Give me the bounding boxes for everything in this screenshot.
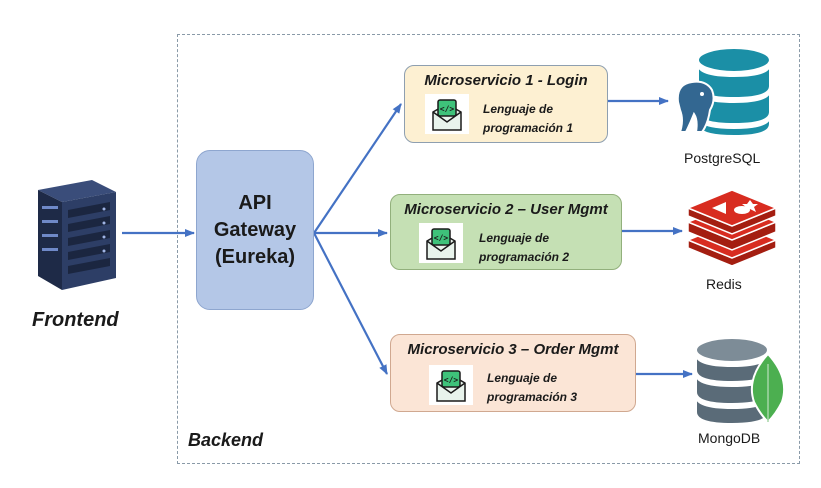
leaf-icon [750, 352, 786, 424]
language-label-line1: Lenguaje de [483, 102, 554, 116]
arrow-gateway-ms3 [313, 232, 388, 375]
server-icon [38, 180, 116, 290]
redis-label: Redis [706, 276, 742, 292]
mongodb-icon [695, 337, 786, 426]
microservice-title: Microservicio 2 – User Mgmt [404, 201, 608, 218]
svg-text:</>: </> [434, 234, 449, 243]
elephant-icon [676, 80, 715, 133]
svg-text:</>: </> [444, 376, 459, 385]
microservice-title: Microservicio 3 – Order Mgmt [407, 341, 619, 358]
backend-label: Backend [188, 430, 264, 450]
postgresql-icon [676, 47, 771, 138]
microservice-title: Microservicio 1 - Login [424, 72, 588, 89]
api-gateway-box: API Gateway (Eureka) [196, 150, 314, 310]
postgresql-label: PostgreSQL [684, 150, 761, 166]
microservice-1-box: Microservicio 1 - Login </> Lenguaje de … [404, 65, 608, 143]
gateway-title-line3: (Eureka) [214, 245, 296, 268]
language-label-line1: Lenguaje de [487, 371, 558, 385]
code-envelope-icon: </> [419, 223, 463, 263]
redis-icon [686, 190, 778, 266]
code-envelope-icon: </> [429, 365, 473, 405]
microservice-3-box: Microservicio 3 – Order Mgmt </> Lenguaj… [390, 334, 636, 412]
backend-container [177, 34, 800, 464]
arrow-gateway-ms1 [313, 103, 402, 234]
frontend-label: Frontend [32, 309, 119, 331]
gateway-title-line2: Gateway [213, 218, 297, 241]
mongodb-label: MongoDB [698, 430, 761, 446]
language-label-line2: programación 3 [487, 390, 578, 404]
language-label-line1: Lenguaje de [479, 231, 550, 245]
code-envelope-icon: </> [425, 94, 469, 134]
microservice-2-box: Microservicio 2 – User Mgmt </> Lenguaje… [390, 194, 622, 270]
language-label-line2: programación 1 [483, 121, 574, 135]
svg-text:</>: </> [440, 105, 455, 114]
gateway-title-line1: API [238, 191, 272, 214]
language-label-line2: programación 2 [479, 250, 570, 264]
